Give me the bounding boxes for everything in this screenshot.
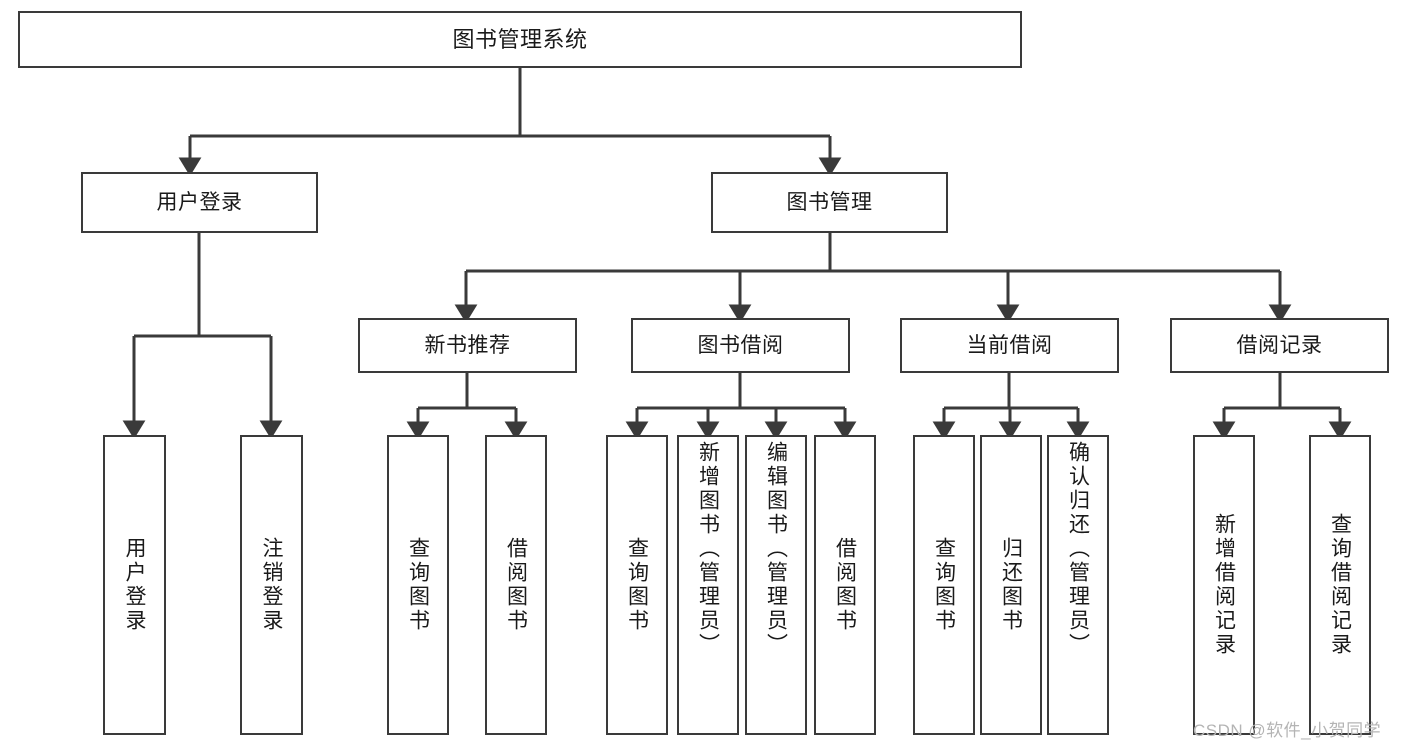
node-root[interactable]: 图书管理系统	[18, 11, 1022, 68]
node-leaf-query-record[interactable]: 查询借阅记录	[1309, 435, 1371, 735]
node-book-management[interactable]: 图书管理	[711, 172, 948, 233]
node-book-borrow[interactable]: 图书借阅	[631, 318, 850, 373]
node-book-management-label: 图书管理	[786, 191, 873, 214]
node-leaf-borrow-book-2[interactable]: 借阅图书	[814, 435, 876, 735]
node-new-book-recommend-label: 新书推荐	[424, 334, 511, 357]
node-current-borrow[interactable]: 当前借阅	[900, 318, 1119, 373]
node-leaf-query-book-2[interactable]: 查询图书	[606, 435, 668, 735]
node-user-login[interactable]: 用户登录	[81, 172, 318, 233]
node-leaf-add-book-label: 新增图书（管理员）	[696, 441, 720, 657]
node-leaf-query-book-1-label: 查询图书	[406, 537, 430, 633]
node-leaf-logout[interactable]: 注销登录	[240, 435, 303, 735]
node-current-borrow-label: 当前借阅	[966, 334, 1053, 357]
node-leaf-add-book[interactable]: 新增图书（管理员）	[677, 435, 739, 735]
node-leaf-confirm-return[interactable]: 确认归还（管理员）	[1047, 435, 1109, 735]
node-leaf-return-book-label: 归还图书	[999, 537, 1023, 633]
node-leaf-query-book-2-label: 查询图书	[625, 537, 649, 633]
node-leaf-query-book-3[interactable]: 查询图书	[913, 435, 975, 735]
node-borrow-record[interactable]: 借阅记录	[1170, 318, 1389, 373]
node-leaf-edit-book-label: 编辑图书（管理员）	[764, 441, 788, 657]
node-leaf-query-book-1[interactable]: 查询图书	[387, 435, 449, 735]
node-leaf-return-book[interactable]: 归还图书	[980, 435, 1042, 735]
node-leaf-borrow-book-2-label: 借阅图书	[833, 537, 857, 633]
node-leaf-confirm-return-label: 确认归还（管理员）	[1066, 441, 1090, 657]
node-leaf-borrow-book-1[interactable]: 借阅图书	[485, 435, 547, 735]
node-leaf-add-record-label: 新增借阅记录	[1212, 513, 1236, 657]
node-leaf-query-record-label: 查询借阅记录	[1328, 513, 1352, 657]
node-new-book-recommend[interactable]: 新书推荐	[358, 318, 577, 373]
node-leaf-add-record[interactable]: 新增借阅记录	[1193, 435, 1255, 735]
node-leaf-query-book-3-label: 查询图书	[932, 537, 956, 633]
node-leaf-user-login[interactable]: 用户登录	[103, 435, 166, 735]
node-leaf-logout-label: 注销登录	[260, 537, 283, 633]
node-book-borrow-label: 图书借阅	[697, 334, 784, 357]
node-leaf-user-login-label: 用户登录	[123, 537, 146, 633]
node-root-label: 图书管理系统	[452, 26, 588, 52]
node-leaf-edit-book[interactable]: 编辑图书（管理员）	[745, 435, 807, 735]
node-leaf-borrow-book-1-label: 借阅图书	[504, 537, 528, 633]
csdn-watermark: CSDN @软件_小贺同学	[1193, 721, 1382, 740]
node-user-login-label: 用户登录	[156, 191, 243, 214]
node-borrow-record-label: 借阅记录	[1236, 334, 1323, 357]
